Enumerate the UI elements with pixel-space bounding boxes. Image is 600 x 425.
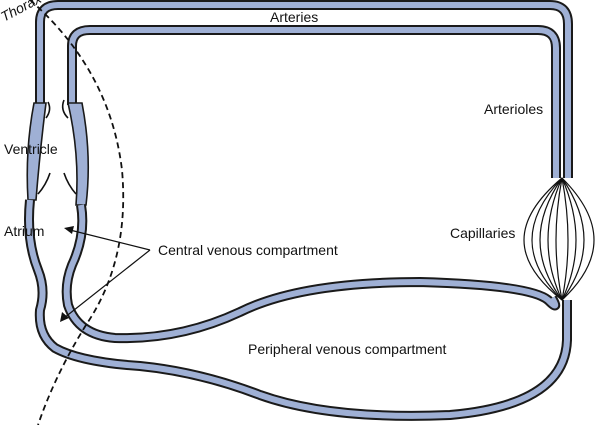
inner-venous-vessel [61,204,560,344]
central-venous-arrows [60,226,151,322]
ventricle-wall-right [66,102,90,206]
central-venous-label: Central venous compartment [158,242,338,258]
arterioles-label: Arterioles [484,101,543,117]
peripheral-venous-label: Peripheral venous compartment [248,341,447,357]
valve-upper [45,99,69,119]
capillaries-label: Capillaries [450,225,515,241]
atrium-outer-vessel [24,199,572,421]
atrium-label: Atrium [4,223,44,239]
ventricle-label: Ventricle [4,141,58,157]
arteries-label: Arteries [270,9,318,25]
arterial-vessel-outer [35,0,573,178]
valve-lower [37,172,77,195]
ventricle-wall-left [26,102,47,201]
arterial-vessel-inner [67,25,561,178]
capillary-bed [523,177,595,301]
